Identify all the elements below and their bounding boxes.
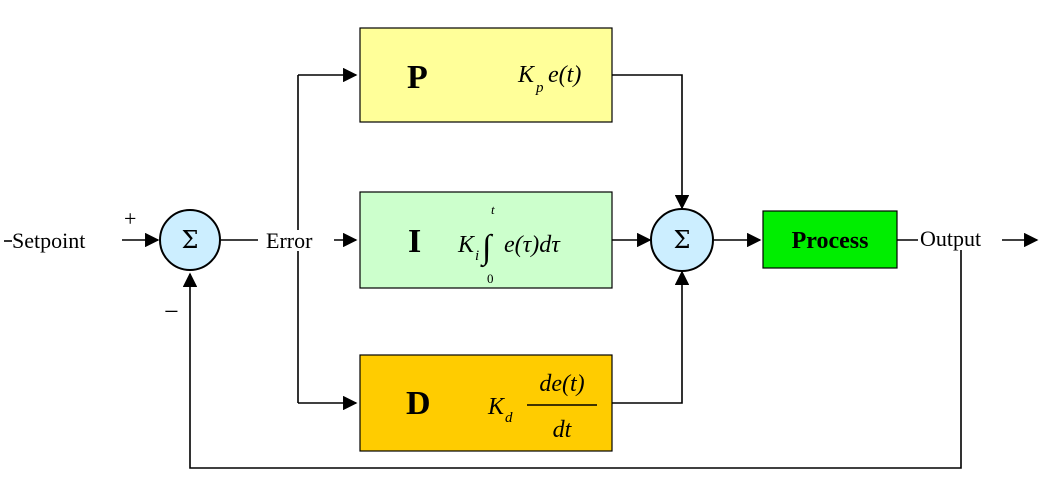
output-label: Output: [920, 226, 981, 251]
integral-lower: 0: [487, 271, 494, 286]
error-label: Error: [266, 228, 313, 253]
p-sub: p: [535, 80, 544, 96]
i-sub: i: [475, 248, 479, 264]
p-letter: P: [407, 59, 428, 96]
sum-junction-2: Σ: [650, 208, 714, 272]
i-coef: K: [457, 232, 476, 258]
sum-junction-2-circle: [650, 208, 714, 272]
i-block-rect: [359, 191, 613, 289]
process-label: Process: [792, 228, 869, 254]
i-letter: I: [408, 223, 421, 260]
d-block-rect: [359, 354, 613, 452]
p-expr: e(t): [548, 62, 581, 88]
i-expr: e(τ)dτ: [504, 232, 561, 258]
p-coef: K: [517, 62, 536, 88]
sum-junction-1: Σ: [159, 209, 221, 271]
d-block: D K d de(t) dt: [359, 354, 613, 452]
d-numerator: de(t): [539, 371, 584, 397]
minus-sign: −: [164, 297, 179, 326]
d-to-sum2-arrow: [612, 270, 690, 404]
d-sub: d: [505, 410, 513, 426]
sum-junction-1-circle: [159, 209, 221, 271]
connection-lines: [122, 67, 1039, 469]
sum-symbol-1: Σ: [182, 226, 199, 254]
integral-upper: t: [491, 202, 495, 217]
d-coef: K: [487, 394, 506, 420]
d-letter: D: [406, 385, 431, 422]
p-block: P K p e(t): [359, 27, 613, 123]
d-denominator: dt: [553, 417, 573, 443]
integral-sign: ∫: [480, 229, 494, 268]
process-block: Process: [762, 210, 898, 269]
feedback-arrow: [182, 250, 962, 469]
plus-sign: +: [124, 206, 136, 231]
p-block-rect: [359, 27, 613, 123]
process-block-rect: [762, 210, 898, 269]
sum-symbol-2: Σ: [674, 226, 691, 254]
p-to-sum2-arrow: [612, 74, 690, 210]
i-block: I K i ∫ t 0 e(τ)dτ: [359, 191, 613, 289]
setpoint-label: Setpoint: [12, 228, 85, 253]
